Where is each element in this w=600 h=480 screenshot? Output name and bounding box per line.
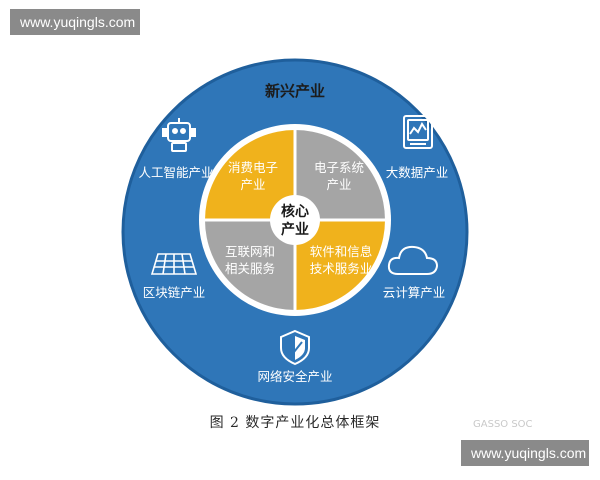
watermark-top: www.yuqingls.com [10, 9, 140, 35]
core-label-line1: 核心 [281, 203, 309, 220]
outer-item-security-label: 网络安全产业 [257, 369, 332, 384]
core-label-line2: 产业 [281, 221, 309, 238]
quadrant-label: 消费电子 [228, 160, 278, 175]
blockchain-grid-icon [150, 253, 198, 275]
quadrant-label: 电子系统 [314, 160, 364, 175]
watermark-bottom: www.yuqingls.com [461, 440, 589, 466]
outer-item-ai-label: 人工智能产业 [138, 165, 213, 180]
quadrant-label: 产业 [240, 177, 265, 192]
outer-item-blockchain-label: 区块链产业 [143, 285, 206, 300]
quadrant-label: 技术服务业 [310, 261, 373, 276]
monitor-chart-icon [403, 115, 433, 149]
quadrant-internet-services [205, 220, 295, 310]
outer-item-cloud-label: 云计算产业 [383, 285, 446, 300]
quadrant-label: 产业 [326, 177, 351, 192]
shield-icon [280, 329, 310, 366]
robot-icon [162, 118, 196, 152]
quadrant-software-it-services [295, 220, 385, 310]
quadrant-consumer-electronics [205, 130, 295, 220]
quadrant-label: 互联网和 [225, 244, 275, 259]
cloud-icon [387, 245, 439, 275]
quadrant-electronic-systems [295, 130, 385, 220]
faint-watermark-text: GASSO SOC [473, 419, 533, 430]
core-circle [270, 195, 320, 245]
quadrant-label: 相关服务 [225, 261, 275, 276]
figure-caption: 图 2 数字产业化总体框架 [210, 415, 381, 431]
emerging-industries-title: 新兴产业 [265, 82, 325, 100]
outer-item-bigdata-label: 大数据产业 [386, 165, 449, 180]
quadrant-label: 软件和信息 [310, 244, 373, 259]
